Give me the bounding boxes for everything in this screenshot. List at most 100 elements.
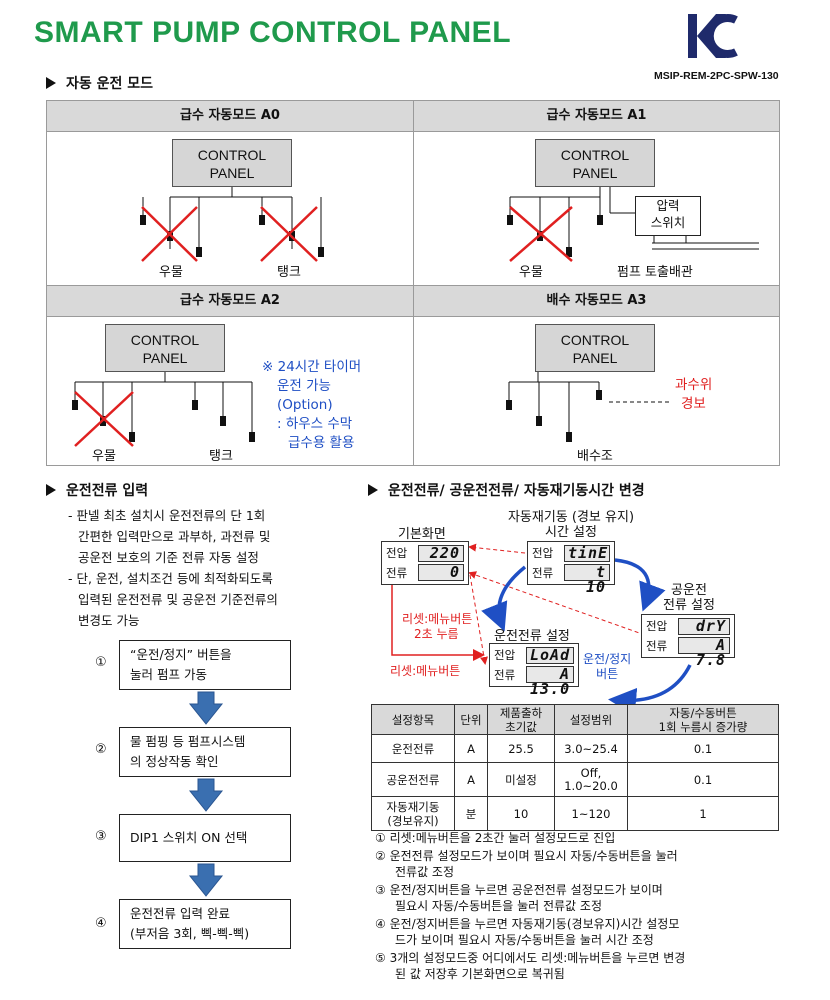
basic-screen-display: 전압 전류 220 0 <box>381 541 469 585</box>
step-line: 눌러 펌프 가동 <box>130 667 207 682</box>
tank-label: 탱크 <box>209 449 233 464</box>
note-line: ※ 24시간 타이머 <box>262 359 362 375</box>
current-readout: A 13.0 <box>526 666 574 697</box>
control-panel-box: CONTROL PANEL <box>535 139 655 187</box>
settings-table: 설정항목 단위 제품출하 초기값 설정범위 자동/수동버튼 1회 누름시 증가량… <box>371 704 779 831</box>
table-row: 자동재기동 (경보유지) 분 10 1~120 1 <box>371 796 779 831</box>
page-title: SMART PUMP CONTROL PANEL <box>34 16 512 49</box>
table-cell: A <box>454 762 488 797</box>
label-line: 버튼 <box>596 667 619 681</box>
col-header: 자동/수동버튼 1회 누름시 증가량 <box>627 704 779 735</box>
box-line: PANEL <box>572 350 618 366</box>
current-label: 전류 <box>532 566 554 580</box>
kc-certification-logo <box>686 10 738 62</box>
table-header-row: 설정항목 단위 제품출하 초기값 설정범위 자동/수동버튼 1회 누름시 증가량 <box>371 704 779 735</box>
restart-screen-display: 전압 전류 tinE t 10 <box>527 541 615 595</box>
auto-mode-grid: 급수 자동모드 A0 급수 자동모드 A1 급수 자동모드 A2 배수 자동모드… <box>46 100 780 466</box>
step-box: 물 펌핑 등 펌프시스템 의 정상작동 확인 <box>119 727 291 777</box>
step-line: 의 정상작동 확인 <box>130 754 219 769</box>
down-arrow-icon <box>188 691 224 725</box>
voltage-label: 전압 <box>646 619 668 633</box>
run-current-screen-display: 전압 전류 LoAd A 13.0 <box>489 643 579 697</box>
mode-a2-title: 급수 자동모드 A2 <box>47 286 413 316</box>
grid-divider <box>47 285 779 286</box>
desc-line: 변경도 가능 <box>78 613 140 628</box>
note-line: 급수용 활용 <box>288 435 355 451</box>
table-cell: 운전전류 <box>371 734 455 763</box>
step-number: ② <box>95 742 107 757</box>
step-number: ③ <box>95 829 107 844</box>
note-line: 운전 가능 <box>277 378 331 394</box>
triangle-bullet-icon <box>368 484 378 496</box>
down-arrow-icon <box>188 863 224 897</box>
current-readout: A 7.8 <box>678 637 730 668</box>
label-line: 리셋:메뉴버튼 <box>402 612 473 626</box>
well-label: 우물 <box>519 265 543 280</box>
note-line: : 하우스 수막 <box>277 416 353 432</box>
step-line: “운전/정지” 버튼을 <box>130 647 232 662</box>
box-line: CONTROL <box>560 332 630 348</box>
voltage-label: 전압 <box>386 546 408 560</box>
well-label: 우물 <box>92 449 116 464</box>
current-readout: 0 <box>418 564 464 581</box>
mode-a3-diagram <box>506 372 669 442</box>
col-header: 설정범위 <box>554 704 628 735</box>
step-line: 물 펌핑 등 펌프시스템 <box>130 734 246 749</box>
current-label: 전류 <box>646 639 668 653</box>
table-cell: 1~120 <box>554 796 628 831</box>
reset-hold-label: 리셋:메뉴버튼 2초 누름 <box>402 612 473 642</box>
box-line: PANEL <box>572 165 618 181</box>
current-label: 전류 <box>494 668 516 682</box>
mode-readout: tinE <box>564 545 610 562</box>
note-line: 드가 보이며 필요시 자동/수동버튼을 눌러 시간 조정 <box>395 933 654 947</box>
reset-menu-label: 리셋:메뉴버튼 <box>390 662 461 679</box>
certification-number: MSIP-REM-2PC-SPW-130 <box>654 70 779 82</box>
note-line: ⑤ 3개의 설정모드중 어디에서도 리셋:메뉴버튼을 누르면 변경 <box>375 951 686 965</box>
desc-line: 공운전 보호의 기준 전류 자동 설정 <box>78 550 259 565</box>
run-stop-label: 운전/정지 버튼 <box>583 652 632 682</box>
well-label: 우물 <box>159 265 183 280</box>
down-arrow-icon <box>188 778 224 812</box>
drain-tank-label: 배수조 <box>577 449 613 464</box>
control-panel-box: CONTROL PANEL <box>172 139 292 187</box>
mode-a0-title: 급수 자동모드 A0 <box>47 101 413 131</box>
instruction-notes: ① 리셋:메뉴버튼을 2초간 눌러 설정모드로 진입 ② 운전전류 설정모드가 … <box>375 830 795 982</box>
timer-option-note: ※ 24시간 타이머 운전 가능 (Option) : 하우스 수막 급수용 활… <box>262 358 361 453</box>
col-header: 제품출하 초기값 <box>487 704 555 735</box>
title-line: 시간 설정 <box>545 525 597 540</box>
table-cell: 자동재기동 (경보유지) <box>371 796 455 831</box>
voltage-label: 전압 <box>494 648 516 662</box>
box-line: PANEL <box>209 165 255 181</box>
mode-a2-diagram <box>72 372 255 447</box>
title-line: 자동재기동 (경보 유지) <box>507 510 635 525</box>
label-line: 운전/정지 <box>583 652 632 666</box>
voltage-readout: 220 <box>418 545 464 562</box>
mode-a1-title: 급수 자동모드 A1 <box>414 101 779 131</box>
desc-line: - 단, 운전, 설치조건 등에 최적화되도록 <box>68 571 273 586</box>
run-current-screen-title: 운전전류 설정 <box>494 629 570 644</box>
pressure-switch-box: 압력 스위치 <box>635 196 701 236</box>
table-cell: 0.1 <box>627 762 779 797</box>
mode-readout: drY <box>678 618 730 635</box>
grid-divider <box>47 316 779 317</box>
table-cell: A <box>454 734 488 763</box>
dry-run-screen-title: 공운전 전류 설정 <box>654 583 724 613</box>
alarm-line: 경보 <box>681 396 706 412</box>
mode-a3-title: 배수 자동모드 A3 <box>414 286 779 316</box>
note-line: 전류값 조정 <box>395 865 455 879</box>
flow-arrows <box>188 691 224 897</box>
triangle-bullet-icon <box>46 77 56 89</box>
desc-line: 입력된 운전전류 및 공운전 기준전류의 <box>78 592 278 607</box>
section-heading-auto-mode: 자동 운전 모드 <box>46 73 153 93</box>
basic-screen-title: 기본화면 <box>398 527 446 542</box>
step-line: 운전전류 입력 완료 <box>130 906 230 921</box>
step-number: ④ <box>95 916 107 931</box>
note-line: (Option) <box>277 397 333 413</box>
mode-flow-diagram <box>391 543 692 716</box>
table-cell: 25.5 <box>487 734 555 763</box>
control-panel-box: CONTROL PANEL <box>105 324 225 372</box>
label-line: 2초 누름 <box>414 627 459 641</box>
switch-line: 압력 <box>656 198 680 213</box>
table-cell: Off, 1.0~20.0 <box>554 762 628 797</box>
step-line: (부저음 3회, 삑-삑-삑) <box>130 926 250 941</box>
